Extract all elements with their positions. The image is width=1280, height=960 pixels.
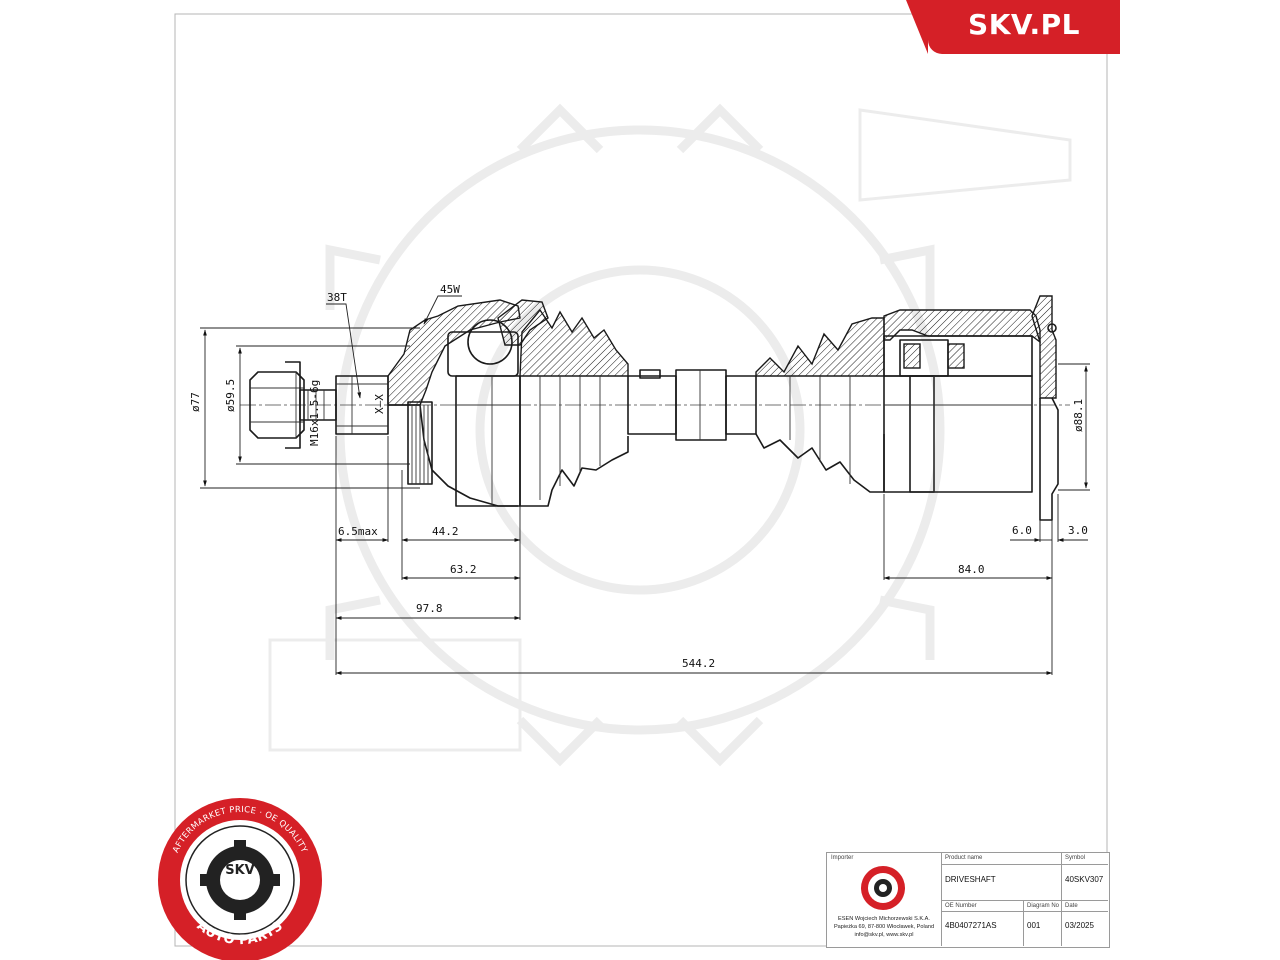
date-label: Date: [1065, 903, 1078, 909]
dimension-labels: 38T 45W ø77 ø59.5 M16x1.5-6g X–X ø88.1 6…: [189, 283, 1088, 670]
product-name-value: DRIVESHAFT: [945, 875, 996, 884]
product-name-label: Product name: [945, 855, 983, 861]
inner-boot: [755, 317, 885, 493]
importer-seal-icon: [861, 866, 905, 910]
title-block: Importer Product name Symbol DRIVESHAFT …: [826, 852, 1110, 948]
dim-thread: M16x1.5-6g: [308, 380, 321, 446]
dim-84-0: 84.0: [958, 563, 985, 576]
abs-ring-teeth: [411, 405, 429, 484]
dim-63-2: 63.2: [450, 563, 477, 576]
drawing-frame: [174, 13, 1108, 947]
diagram-no-value: 001: [1027, 921, 1041, 930]
dim-dia-77: ø77: [189, 392, 202, 412]
brand-logo-text: SKV.PL: [968, 8, 1080, 41]
dim-544-2: 544.2: [682, 657, 715, 670]
outer-cv-joint: [249, 299, 549, 507]
symbol-value: 40SKV307: [1065, 875, 1104, 884]
dim-section-xx: X–X: [373, 394, 386, 414]
watermark-logo: [268, 103, 1072, 767]
dim-3-0: 3.0: [1068, 524, 1088, 537]
dim-6-5max: 6.5max: [338, 525, 378, 538]
dim-97-8: 97.8: [416, 602, 443, 615]
shaft-body: [627, 369, 757, 441]
inner-cv-joint: [883, 295, 1059, 521]
dim-dia-59-5: ø59.5: [224, 379, 237, 412]
gear-icon: [200, 840, 280, 920]
importer-address-line1: ESEN Wojciech Michorzewski S.K.A.: [838, 916, 930, 922]
brand-tab[interactable]: SKV.PL: [906, 0, 1120, 54]
date-value: 03/2025: [1065, 921, 1094, 930]
importer-address-line2: Papieżka 69, 87-800 Włocławek, Poland: [833, 924, 935, 930]
dim-dia-88-1: ø88.1: [1072, 399, 1085, 432]
seal-brand: SKV: [225, 863, 255, 878]
symbol-label: Symbol: [1065, 855, 1086, 861]
dim-38t: 38T: [327, 291, 347, 304]
dim-45w: 45W: [440, 283, 460, 296]
importer-label: Importer: [831, 855, 854, 861]
oe-number-label: OE Number: [945, 903, 977, 909]
outer-boot: [519, 308, 629, 507]
dimension-lines: [200, 295, 1090, 675]
oe-number-value: 4B0407271AS: [945, 921, 997, 930]
dim-44-2: 44.2: [432, 525, 459, 538]
diagram-no-label: Diagram No: [1027, 903, 1060, 909]
dim-6-0: 6.0: [1012, 524, 1032, 537]
importer-address-line3: info@skv.pl, www.skv.pl: [854, 932, 914, 938]
skv-auto-parts-seal: SKV AFTERMARKET PRICE · OE QUALITY AUTO …: [158, 798, 322, 960]
